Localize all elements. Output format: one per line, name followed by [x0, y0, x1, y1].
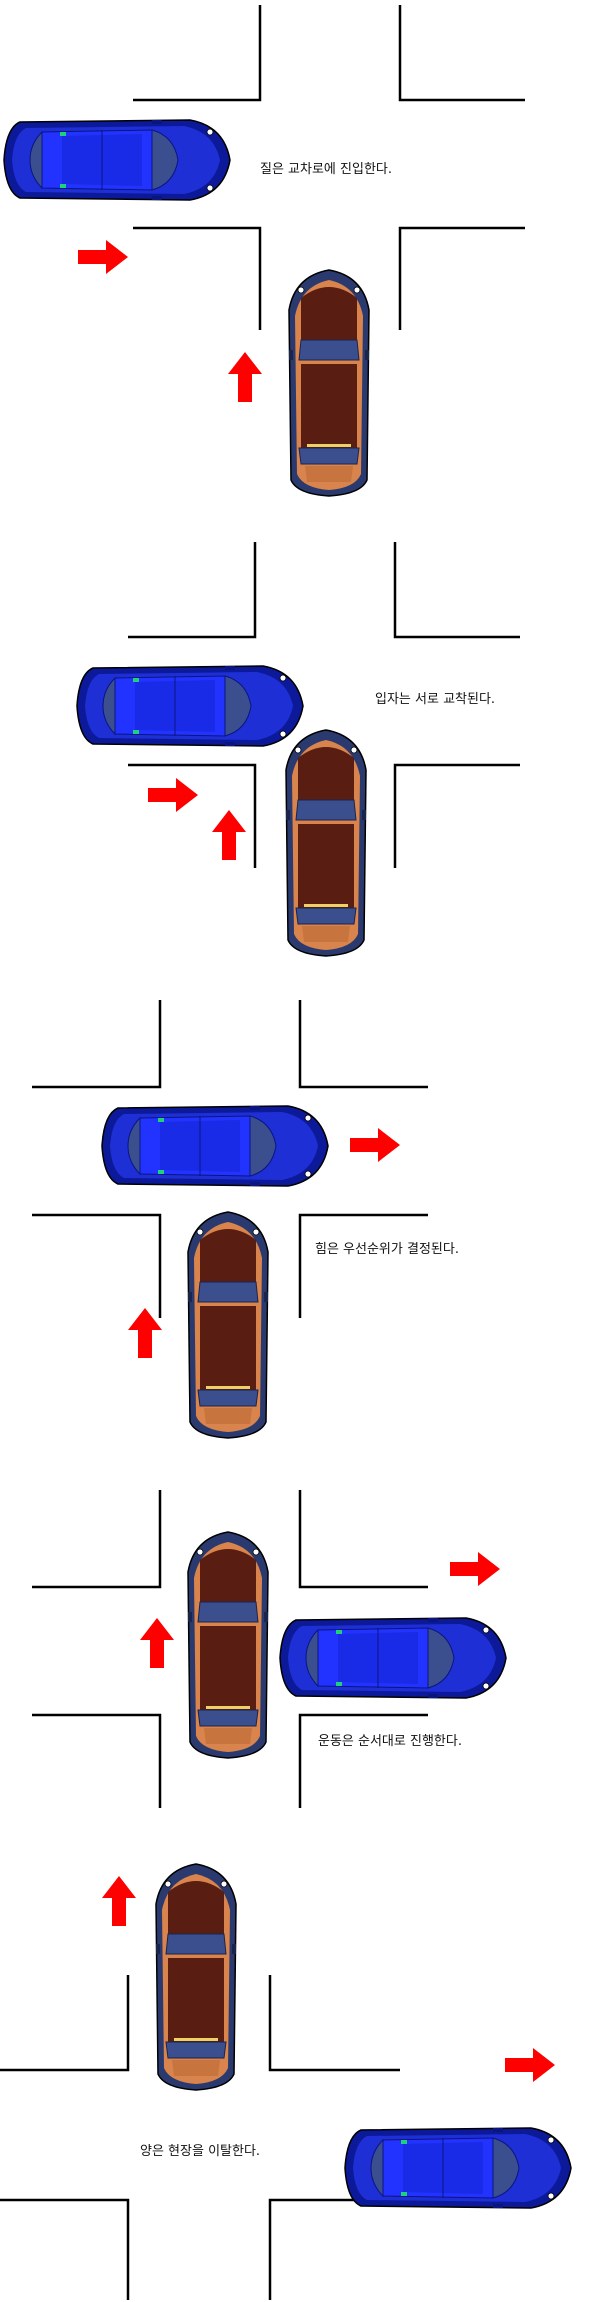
orange-car-icon: [285, 729, 367, 957]
step-caption: 양은 현장을 이탈한다.: [140, 2144, 261, 2159]
arrow-up-icon: [228, 352, 262, 402]
blue-car-icon: [279, 1617, 507, 1699]
orange-car-icon: [288, 269, 370, 497]
arrow-right-icon: [350, 1128, 400, 1162]
arrow-up-icon: [212, 810, 246, 860]
step-5-panel: 양은 현장을 이탈한다.: [0, 1860, 607, 2302]
arrow-right-icon: [505, 2048, 555, 2082]
road-lines: [32, 1000, 428, 1318]
road-lines: [32, 1490, 428, 1808]
step-caption: 입자는 서로 교착된다.: [375, 692, 496, 707]
blue-car-icon: [344, 2127, 572, 2209]
intersection-diagram: [76, 542, 520, 957]
orange-car-icon: [187, 1211, 269, 1439]
arrow-right-icon: [450, 1552, 500, 1586]
arrow-right-icon: [78, 240, 128, 274]
step-caption: 질은 교차로에 진입한다.: [260, 162, 392, 177]
arrow-up-icon: [140, 1618, 174, 1668]
arrow-up-icon: [102, 1876, 136, 1926]
blue-car-icon: [101, 1105, 329, 1187]
intersection-diagram: [3, 5, 525, 497]
step-1-panel: 질은 교차로에 진입한다.: [0, 0, 607, 540]
blue-car-icon: [3, 119, 231, 201]
blue-car-icon: [76, 665, 304, 747]
arrow-up-icon: [128, 1308, 162, 1358]
intersection-diagram: [32, 1000, 428, 1439]
step-3-panel: 힘은 우선순위가 결정된다.: [0, 1000, 607, 1460]
step-4-panel: 운동은 순서대로 진행한다.: [0, 1460, 607, 1860]
orange-car-icon: [155, 1863, 237, 2091]
step-2-panel: 입자는 서로 교착된다.: [0, 540, 607, 1000]
intersection-diagram: [0, 1863, 572, 2300]
road-lines: [133, 5, 525, 330]
intersection-diagram: [32, 1490, 507, 1808]
orange-car-icon: [187, 1531, 269, 1759]
arrow-right-icon: [148, 778, 198, 812]
road-lines: [128, 542, 520, 868]
step-caption: 운동은 순서대로 진행한다.: [318, 1734, 462, 1749]
step-caption: 힘은 우선순위가 결정된다.: [315, 1242, 459, 1257]
